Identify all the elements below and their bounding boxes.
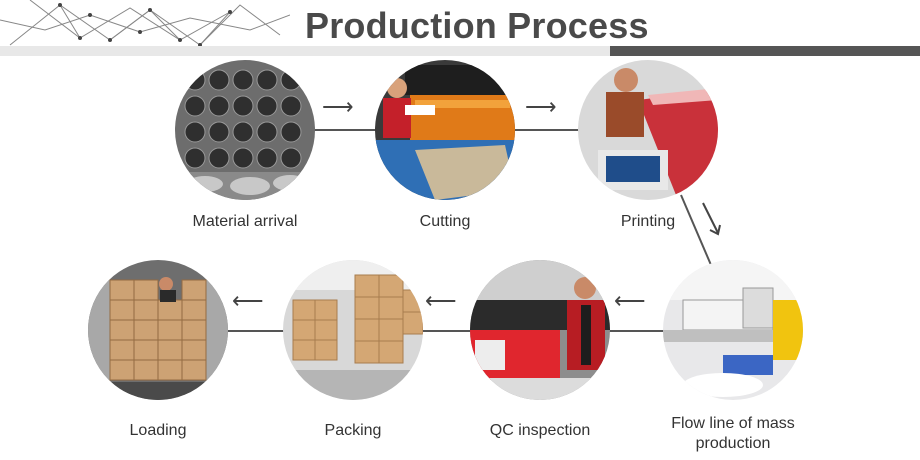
step-label-flow-line-2: production (695, 435, 771, 452)
connector-line (500, 129, 600, 131)
step-label-cutting: Cutting (419, 213, 471, 230)
qc-inspection-photo (470, 260, 610, 400)
step-label-printing: Printing (620, 213, 676, 230)
step-label-qc-inspection: QC inspection (489, 422, 591, 439)
step-label-flow-line-1: Flow line of mass (671, 415, 795, 432)
step-label-loading: Loading (129, 422, 187, 439)
network-pattern-icon (0, 0, 290, 47)
page-title: Production Process (305, 5, 649, 46)
step-label-packing: Packing (324, 422, 382, 439)
loading-photo (88, 260, 228, 400)
title-bar-light (0, 46, 610, 56)
arrow-left-icon: ⟵ (425, 288, 457, 313)
arrow-left-icon: ⟵ (614, 288, 646, 313)
step-label-flow-line: Flow line of mass production (643, 414, 823, 454)
connector-line (410, 330, 500, 332)
arrow-right-icon: ⟶ (525, 94, 557, 119)
connector-line (300, 129, 400, 131)
flow-line-photo (663, 260, 803, 400)
connector-line (215, 330, 305, 332)
packing-photo (283, 260, 423, 400)
step-label-material-arrival: Material arrival (192, 213, 298, 230)
cutting-photo (375, 60, 515, 200)
header: Production Process (0, 0, 920, 58)
arrow-left-icon: ⟵ (232, 288, 264, 313)
material-arrival-photo (175, 60, 315, 200)
diagonal-connector (680, 194, 712, 266)
connector-line (600, 330, 680, 332)
arrow-right-icon: ⟶ (322, 94, 354, 119)
arrow-down-right-icon (702, 202, 721, 236)
printing-photo (578, 60, 718, 200)
title-bar-dark (610, 46, 920, 56)
